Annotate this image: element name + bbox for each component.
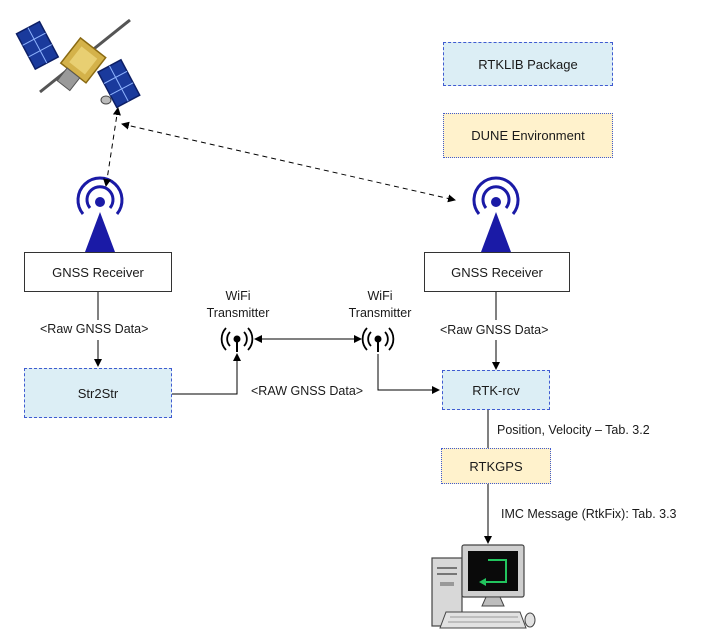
rtk-rcv-label: RTK-rcv (472, 382, 520, 398)
gnss-receiver-label: GNSS Receiver (451, 264, 543, 280)
legend-dune-label: DUNE Environment (471, 128, 585, 143)
wifi-label-line: WiFi (225, 289, 251, 303)
edge-label-position-velocity: Position, Velocity – Tab. 3.2 (497, 423, 650, 437)
str2str-node: Str2Str (24, 368, 172, 418)
gnss-receiver-label: GNSS Receiver (52, 264, 144, 280)
wifi-label-line: WiFi (367, 289, 393, 303)
wifi-icon (361, 327, 395, 352)
edge-label-imc-message: IMC Message (RtkFix): Tab. 3.3 (501, 507, 677, 521)
antenna-icon (76, 176, 124, 252)
edge-label-raw-wifi: <RAW GNSS Data> (251, 384, 364, 398)
rtk-rcv-node: RTK-rcv (442, 370, 550, 410)
satellite-icon (15, 18, 141, 109)
gnss-receiver-right: GNSS Receiver (424, 252, 570, 292)
legend-rtklib-package: RTKLIB Package (443, 42, 613, 86)
wifi-transmitter-right-label: WiFi Transmitter (331, 288, 429, 322)
data-arrow (377, 354, 440, 394)
str2str-label: Str2Str (77, 385, 119, 401)
rtkgps-node: RTKGPS (441, 448, 551, 484)
legend-rtklib-label: RTKLIB Package (478, 56, 578, 72)
edge-label-raw-right: <Raw GNSS Data> (440, 323, 549, 337)
gnss-receiver-left: GNSS Receiver (24, 252, 172, 292)
computer-icon (431, 544, 536, 629)
wifi-transmitter-left-label: WiFi Transmitter (189, 288, 287, 322)
edge-label-raw-left: <Raw GNSS Data> (40, 322, 149, 336)
satellite-link (103, 107, 121, 187)
wifi-label-line: Transmitter (348, 306, 412, 320)
rtkgps-label: RTKGPS (469, 458, 523, 474)
wifi-label-line: Transmitter (206, 306, 270, 320)
antenna-icon (472, 176, 520, 252)
wifi-icon (220, 327, 254, 352)
satellite-link (121, 121, 456, 203)
legend-dune-environment: DUNE Environment (443, 113, 613, 158)
data-arrow (172, 353, 241, 395)
